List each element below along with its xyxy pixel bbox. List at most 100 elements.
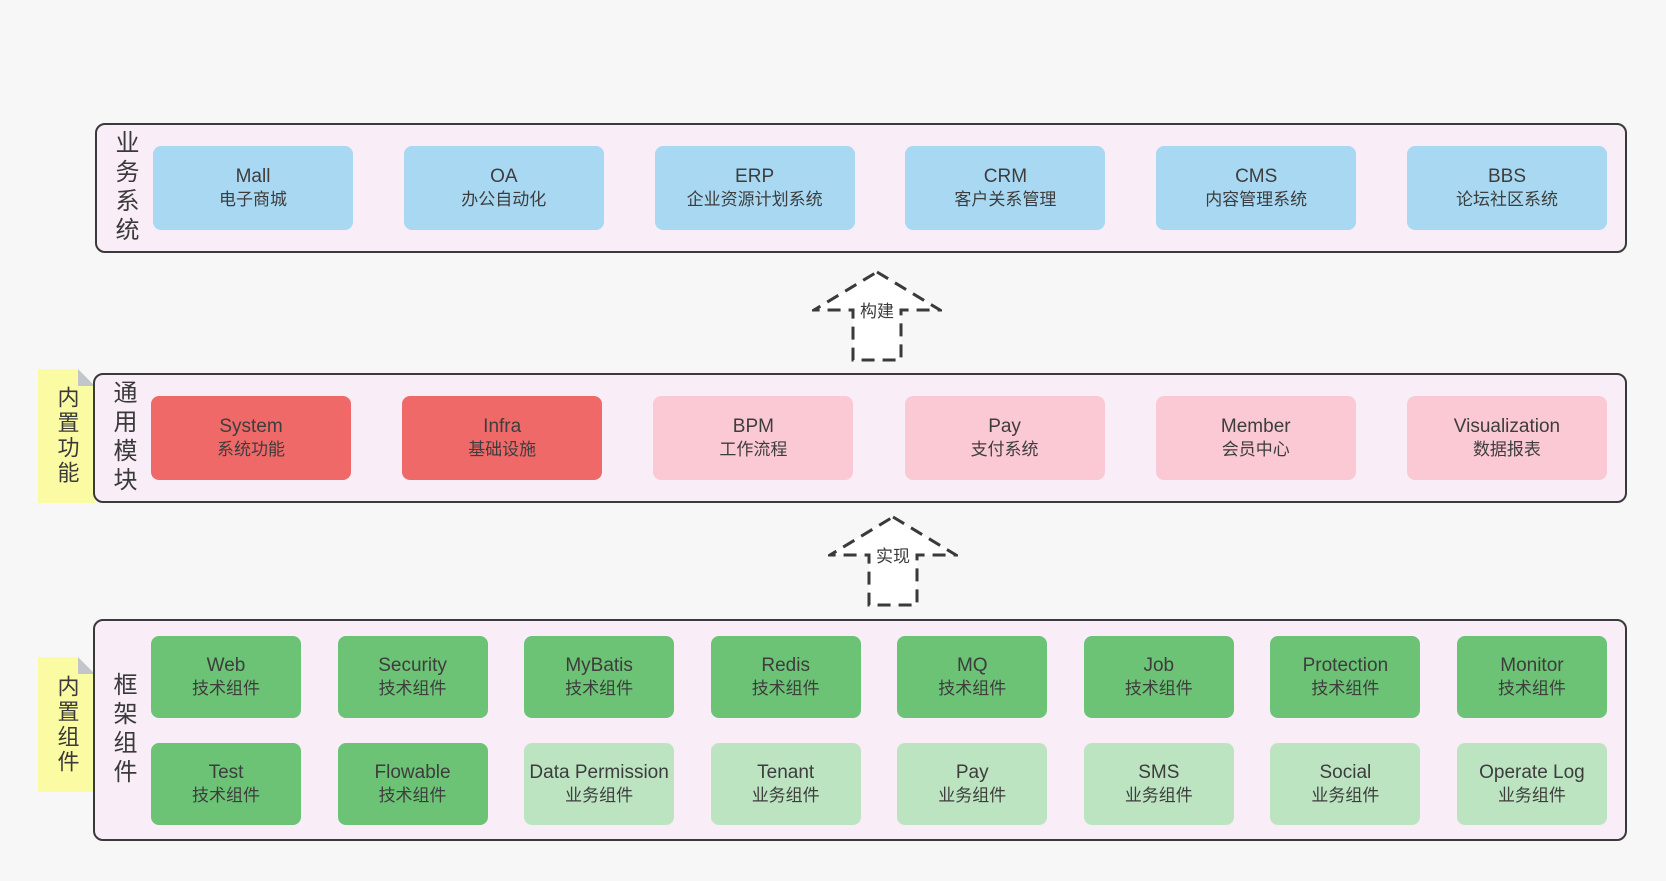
erp-box: ERP 企业资源计划系统 — [654, 146, 855, 230]
build-arrow: 构建 — [812, 270, 942, 362]
business-systems-panel-label: 业务系统 — [111, 130, 138, 246]
mall-box: Mall 电子商城 — [153, 146, 353, 230]
box-name: CMS — [1235, 166, 1278, 188]
box-name: Job — [1143, 654, 1175, 676]
box-desc: 业务组件 — [1497, 785, 1566, 805]
box-name: BPM — [732, 416, 774, 438]
builtin-features-note: 内置功能 — [38, 369, 95, 503]
framework-components-rows: Web 技术组件 Security 技术组件 MyBatis 技术组件 Redi… — [149, 621, 1625, 839]
box-desc: 业务组件 — [938, 785, 1007, 805]
box-name: System — [219, 416, 283, 438]
box-desc: 业务组件 — [751, 785, 820, 805]
mq-component-box: MQ 技术组件 — [897, 635, 1048, 718]
box-desc: 技术组件 — [378, 785, 447, 805]
box-desc: 业务组件 — [1124, 785, 1193, 805]
implement-arrow-label: 实现 — [871, 541, 915, 568]
box-name: Tenant — [757, 761, 815, 783]
builtin-components-note: 内置组件 — [38, 657, 95, 792]
box-desc: 电子商城 — [219, 190, 287, 210]
framework-row-2: Test 技术组件 Flowable 技术组件 Data Permission … — [151, 742, 1607, 825]
box-name: Pay — [988, 416, 1021, 438]
bpm-box: BPM 工作流程 — [653, 396, 854, 480]
job-component-box: Job 技术组件 — [1083, 635, 1234, 718]
box-desc: 支付系统 — [970, 440, 1039, 460]
box-desc: 客户关系管理 — [954, 190, 1057, 210]
common-modules-row: System 系统功能 Infra 基础设施 BPM 工作流程 Pay 支付系统… — [149, 375, 1625, 501]
framework-row-1: Web 技术组件 Security 技术组件 MyBatis 技术组件 Redi… — [151, 635, 1607, 718]
pay-component-box: Pay 业务组件 — [897, 742, 1048, 825]
monitor-component-box: Monitor 技术组件 — [1456, 635, 1607, 718]
data-permission-component-box: Data Permission 业务组件 — [524, 742, 675, 825]
box-desc: 业务组件 — [1311, 785, 1380, 805]
tenant-component-box: Tenant 业务组件 — [710, 742, 861, 825]
box-desc: 技术组件 — [751, 678, 820, 698]
sms-component-box: SMS 业务组件 — [1083, 742, 1234, 825]
box-desc: 技术组件 — [1124, 678, 1193, 698]
flowable-component-box: Flowable 技术组件 — [337, 742, 488, 825]
box-name: OA — [490, 166, 518, 188]
member-box: Member 会员中心 — [1155, 396, 1356, 480]
box-name: Monitor — [1500, 654, 1564, 676]
visualization-box: Visualization 数据报表 — [1406, 396, 1607, 480]
box-name: Member — [1220, 416, 1291, 438]
build-arrow-label: 构建 — [855, 296, 899, 323]
box-desc: 基础设施 — [468, 440, 537, 460]
protection-component-box: Protection 技术组件 — [1270, 635, 1421, 718]
operate-log-component-box: Operate Log 业务组件 — [1456, 742, 1607, 825]
box-name: Data Permission — [529, 761, 669, 783]
mybatis-component-box: MyBatis 技术组件 — [524, 635, 675, 718]
system-box: System 系统功能 — [151, 396, 351, 480]
builtin-features-note-label: 内置功能 — [54, 386, 80, 486]
box-desc: 内容管理系统 — [1205, 190, 1308, 210]
box-desc: 论坛社区系统 — [1455, 190, 1558, 210]
box-name: Web — [206, 654, 246, 676]
box-name: MQ — [956, 654, 988, 676]
builtin-components-note-label: 内置组件 — [54, 674, 80, 775]
social-component-box: Social 业务组件 — [1270, 742, 1421, 825]
box-desc: 工作流程 — [719, 440, 788, 460]
infra-box: Infra 基础设施 — [402, 396, 603, 480]
bbs-box: BBS 论坛社区系统 — [1406, 146, 1607, 230]
box-name: Infra — [483, 416, 522, 438]
common-modules-panel-label: 通用模块 — [109, 380, 136, 496]
business-systems-panel: 业务系统 Mall 电子商城 OA 办公自动化 ERP 企业资源计划系统 CRM… — [95, 123, 1627, 253]
box-desc: 办公自动化 — [461, 190, 547, 210]
box-desc: 技术组件 — [938, 678, 1007, 698]
box-name: Redis — [761, 654, 810, 676]
box-name: MyBatis — [565, 654, 633, 676]
box-desc: 技术组件 — [192, 678, 260, 698]
box-name: Protection — [1302, 654, 1389, 676]
pay-module-box: Pay 支付系统 — [904, 396, 1105, 480]
box-name: Visualization — [1453, 416, 1561, 438]
box-name: Pay — [955, 761, 989, 783]
test-component-box: Test 技术组件 — [151, 742, 301, 825]
box-desc: 会员中心 — [1221, 440, 1290, 460]
box-desc: 技术组件 — [192, 785, 260, 805]
box-desc: 技术组件 — [1311, 678, 1380, 698]
box-name: Test — [208, 761, 244, 783]
business-systems-row: Mall 电子商城 OA 办公自动化 ERP 企业资源计划系统 CRM 客户关系… — [151, 125, 1625, 251]
box-name: Operate Log — [1479, 761, 1585, 783]
box-desc: 系统功能 — [217, 440, 285, 460]
box-desc: 技术组件 — [1497, 678, 1566, 698]
security-component-box: Security 技术组件 — [337, 635, 488, 718]
common-modules-panel: 通用模块 System 系统功能 Infra 基础设施 BPM 工作流程 Pay… — [93, 373, 1627, 503]
box-name: ERP — [735, 166, 775, 188]
box-desc: 技术组件 — [565, 678, 634, 698]
box-name: CRM — [983, 166, 1028, 188]
box-name: Social — [1319, 761, 1372, 783]
framework-components-panel: 框架组件 Web 技术组件 Security 技术组件 MyBatis 技术组件… — [93, 619, 1627, 841]
box-name: Mall — [235, 166, 271, 188]
box-name: SMS — [1138, 761, 1180, 783]
cms-box: CMS 内容管理系统 — [1156, 146, 1357, 230]
framework-components-panel-label: 框架组件 — [109, 672, 136, 788]
box-name: Flowable — [374, 761, 451, 783]
redis-component-box: Redis 技术组件 — [710, 635, 861, 718]
box-desc: 数据报表 — [1472, 440, 1541, 460]
oa-box: OA 办公自动化 — [403, 146, 604, 230]
box-desc: 技术组件 — [378, 678, 447, 698]
implement-arrow: 实现 — [828, 515, 958, 607]
crm-box: CRM 客户关系管理 — [905, 146, 1106, 230]
box-name: BBS — [1487, 166, 1526, 188]
